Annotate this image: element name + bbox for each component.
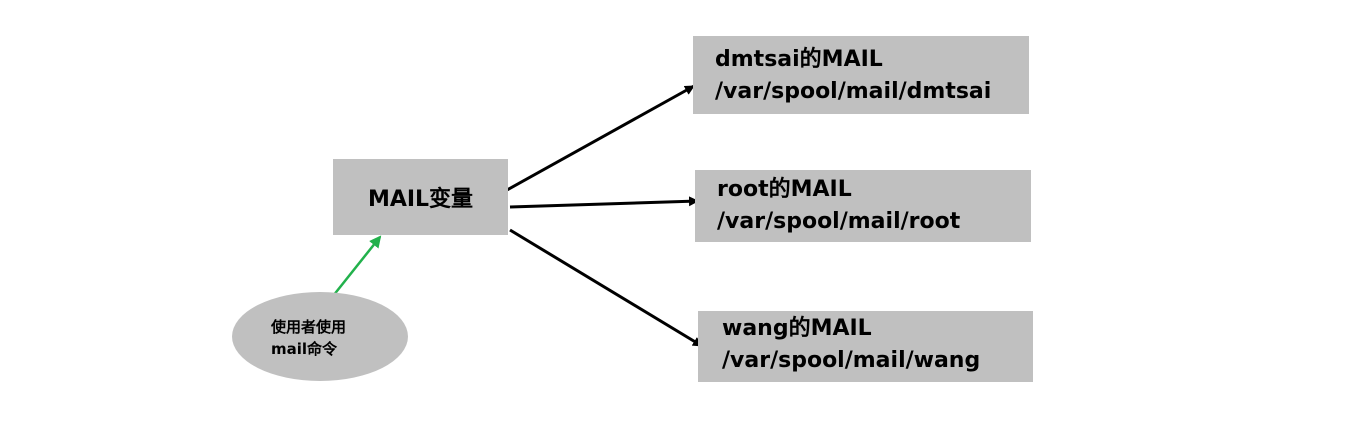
dmtsai-mail-box: dmtsai的MAIL /var/spool/mail/dmtsai [693, 36, 1029, 114]
mail-variable-label: MAIL变量 [367, 187, 474, 212]
arrow-user-to-mail-variable [332, 235, 382, 297]
user-mail-command-node: 使用者使用 mail命令 [232, 292, 408, 381]
dmtsai-mail-path: /var/spool/mail/dmtsai [715, 79, 992, 104]
wang-mail-box: wang的MAIL /var/spool/mail/wang [698, 311, 1033, 382]
wang-mail-title: wang的MAIL [722, 316, 872, 341]
root-mail-path: /var/spool/mail/root [717, 209, 961, 234]
arrow-to-dmtsai-mail [506, 84, 695, 192]
mail-variable-box: MAIL变量 [333, 159, 508, 235]
user-node-line-1: 使用者使用 [271, 318, 347, 336]
root-mail-title: root的MAIL [717, 177, 852, 202]
dmtsai-mail-title: dmtsai的MAIL [715, 47, 883, 72]
arrow-to-wang-mail [509, 228, 703, 348]
arrow-to-root-mail [509, 196, 699, 209]
wang-mail-path: /var/spool/mail/wang [722, 348, 981, 373]
user-node-line-2: mail命令 [271, 340, 338, 358]
root-mail-box: root的MAIL /var/spool/mail/root [695, 170, 1031, 242]
